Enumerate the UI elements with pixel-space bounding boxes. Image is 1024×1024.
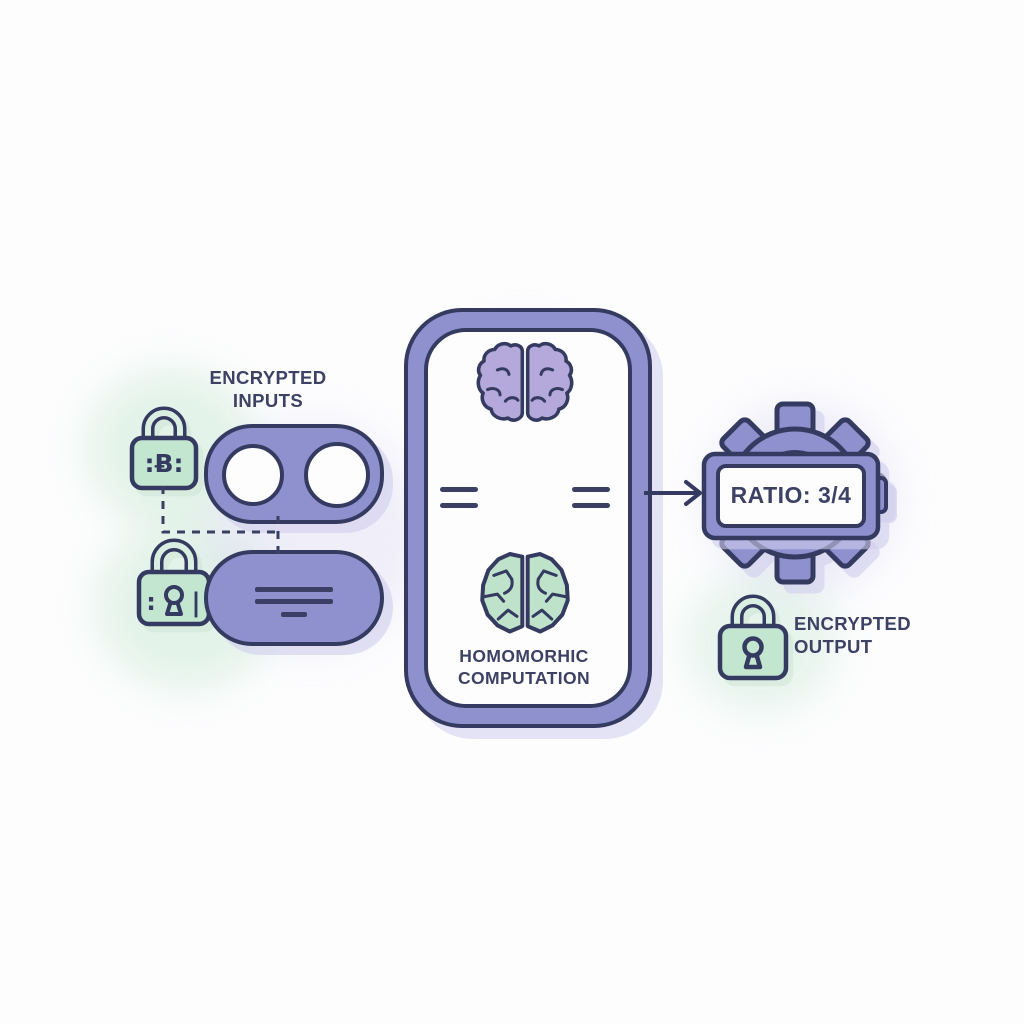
encrypted-inputs-label: ENCRYPTED INPUTS (209, 367, 327, 412)
equals-icon (440, 503, 478, 508)
ciphertext-glyph: | (191, 588, 201, 618)
encrypted-output-label: ENCRYPTED OUTPUT (794, 613, 912, 658)
brain-icon (476, 341, 574, 422)
ratio-display (701, 451, 888, 541)
dashed-connector (161, 486, 280, 554)
pill-text-line (255, 599, 333, 604)
keyhole-icon (164, 585, 184, 616)
brain-icon (480, 552, 570, 634)
equals-icon (440, 487, 478, 492)
ciphertext-glyph: :Ƀ: (144, 449, 183, 478)
pill-lines-icon (204, 550, 384, 646)
padlock-icon: :Ƀ: (129, 406, 199, 491)
keyhole-icon (742, 636, 764, 670)
pill-text-line (255, 587, 333, 592)
pill-circle (222, 444, 284, 506)
pill-two-circles-icon (204, 424, 384, 524)
equals-icon (572, 503, 610, 508)
equals-icon (572, 487, 610, 492)
ciphertext-glyph: : (146, 588, 156, 616)
ratio-value-label: RATIO: 3/4 (730, 481, 852, 508)
computation-label: HOMOMORHIC COMPUTATION (457, 646, 591, 688)
pill-text-line (281, 612, 307, 617)
padlock-icon: : | (136, 538, 212, 627)
arrow-right-icon (644, 480, 702, 506)
pill-circle (304, 442, 370, 508)
padlock-icon (717, 594, 789, 681)
